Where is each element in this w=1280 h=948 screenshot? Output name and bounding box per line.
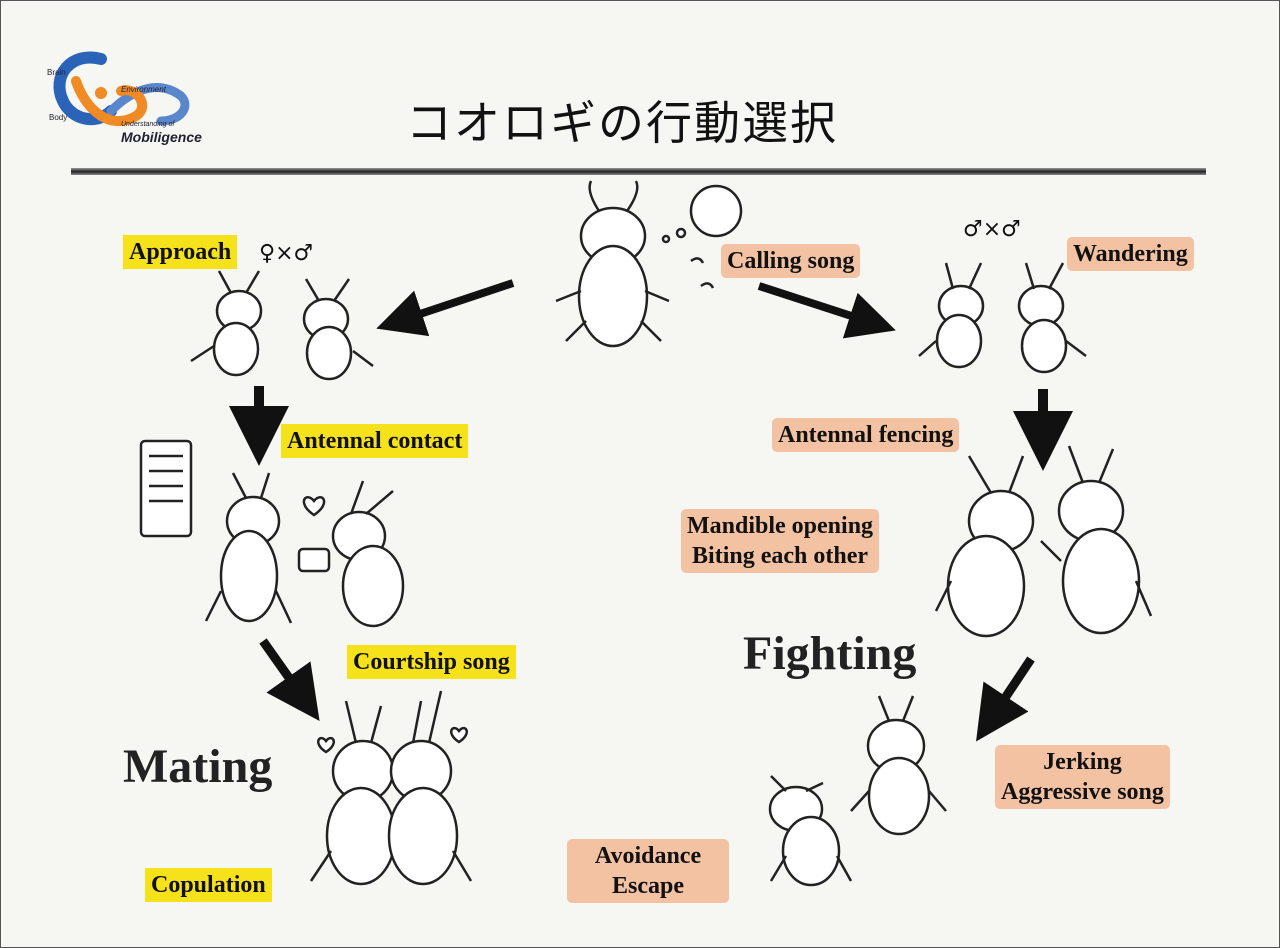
label-mandible-opening: Mandible opening <box>687 511 873 541</box>
antennal-contact-crickets-icon <box>141 441 403 626</box>
approach-crickets-icon <box>191 271 373 379</box>
jerking-cricket-icon <box>851 696 946 834</box>
label-jerking-aggressive: Jerking Aggressive song <box>995 745 1170 809</box>
arrow-to-mating <box>263 641 304 699</box>
arrow-to-approach <box>399 283 513 321</box>
label-avoidance-escape: Avoidance Escape <box>567 839 729 903</box>
label-female-male: ♀×♂ <box>259 241 313 266</box>
avoiding-cricket-icon <box>770 776 851 885</box>
mating-crickets-icon <box>311 691 471 884</box>
label-biting-each-other: Biting each other <box>687 541 873 571</box>
label-male-male: ♂×♂ <box>963 217 1021 242</box>
label-antennal-fencing: Antennal fencing <box>772 418 959 452</box>
fighting-crickets-icon <box>936 446 1151 636</box>
label-jerking: Jerking <box>1001 747 1164 777</box>
label-antennal-contact: Antennal contact <box>281 424 468 458</box>
label-copulation: Copulation <box>145 868 272 902</box>
arrow-to-wandering <box>759 286 873 323</box>
label-mandible-biting: Mandible opening Biting each other <box>681 509 879 573</box>
label-approach: Approach <box>123 235 237 269</box>
calling-cricket-icon <box>556 181 741 346</box>
label-escape: Escape <box>573 871 723 901</box>
arrow-to-jerking <box>991 659 1031 719</box>
label-aggressive-song: Aggressive song <box>1001 777 1164 807</box>
wandering-crickets-icon <box>919 263 1086 372</box>
label-calling-song: Calling song <box>721 244 860 278</box>
label-avoidance: Avoidance <box>573 841 723 871</box>
label-fighting: Fighting <box>743 626 916 681</box>
label-wandering: Wandering <box>1067 237 1194 271</box>
label-mating: Mating <box>123 739 272 794</box>
label-courtship-song: Courtship song <box>347 645 516 679</box>
